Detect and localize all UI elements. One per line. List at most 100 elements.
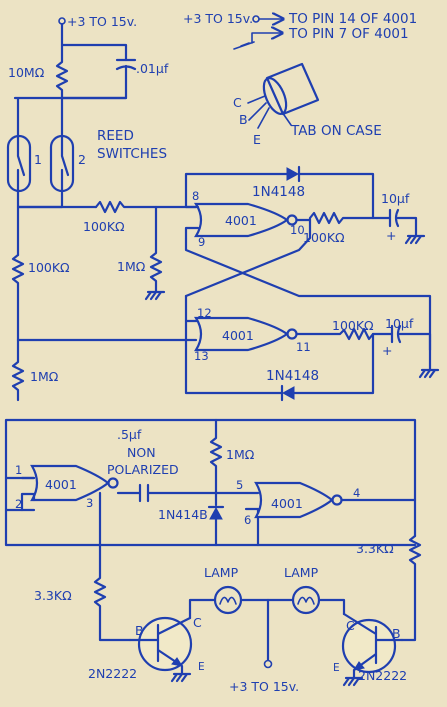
resistor-1m-c: 1MΩ <box>209 418 255 495</box>
lamps: LAMP LAMP +3 TO 15v. <box>188 565 346 694</box>
svg-text:B: B <box>135 623 144 638</box>
svg-text:C: C <box>346 618 355 633</box>
svg-text:1MΩ: 1MΩ <box>226 447 255 462</box>
resistor-100k-d <box>295 327 394 341</box>
nor-gate-4: 4001 5 6 4 <box>214 478 417 547</box>
svg-text:8: 8 <box>192 189 199 203</box>
svg-text:2: 2 <box>15 497 22 511</box>
tab-on-case-label: TAB ON CASE <box>290 123 382 139</box>
svg-text:3.3KΩ: 3.3KΩ <box>34 588 72 603</box>
svg-text:3.3KΩ: 3.3KΩ <box>356 541 394 556</box>
resistor-100k-c <box>11 253 25 342</box>
svg-text:+: + <box>386 228 396 243</box>
capacitor-10uf-a <box>388 208 418 238</box>
lamp-1 <box>213 585 243 615</box>
svg-text:NON: NON <box>127 445 156 460</box>
resistor-1m-b: 1MΩ <box>11 338 59 402</box>
svg-text:B: B <box>239 112 248 127</box>
nor-gate-2: 4001 12 13 11 <box>194 306 311 363</box>
resistor-100k-a <box>94 200 198 214</box>
svg-text:4: 4 <box>353 486 360 500</box>
note-pin14-label: TO PIN 14 OF 4001 <box>288 11 417 27</box>
svg-text:1N4148: 1N4148 <box>266 368 319 384</box>
input-network: 100KΩ 1MΩ 100KΩ <box>11 200 198 342</box>
svg-text:10: 10 <box>290 223 305 237</box>
svg-text:1MΩ: 1MΩ <box>117 259 146 274</box>
diode-mid: 1N4148 <box>16 332 375 402</box>
supply-note: +3 TO 15v. TO PIN 14 OF 4001 TO PIN 7 OF… <box>183 11 417 50</box>
ground-c <box>418 368 440 379</box>
note-pin7-label: TO PIN 7 OF 4001 <box>288 26 409 42</box>
svg-text:6: 6 <box>244 513 251 527</box>
svg-text:C: C <box>193 615 202 630</box>
svg-text:.01μf: .01μf <box>136 61 169 76</box>
svg-text:1MΩ: 1MΩ <box>30 369 59 384</box>
nor-gate-3: 4001 1 2 3 <box>15 463 119 512</box>
svg-text:1: 1 <box>15 463 22 477</box>
svg-text:POLARIZED: POLARIZED <box>107 462 179 477</box>
svg-text:4001: 4001 <box>225 213 257 228</box>
svg-text:1: 1 <box>34 152 42 167</box>
lamp-2 <box>291 585 321 615</box>
resistor-100k-b <box>295 211 392 225</box>
capacitor-05uf: .5μf NON POLARIZED <box>107 427 218 503</box>
transistor-pinout-sketch: C B E TAB ON CASE <box>233 62 382 147</box>
svg-text:10μf: 10μf <box>381 191 410 206</box>
ground-b <box>404 234 426 245</box>
note-vcc-label: +3 TO 15v. <box>183 11 253 26</box>
lower-rails <box>4 418 417 547</box>
svg-text:2: 2 <box>78 152 86 167</box>
svg-text:LAMP: LAMP <box>284 565 319 580</box>
svg-text:+3 TO 15v.: +3 TO 15v. <box>229 679 299 694</box>
ground-a <box>144 290 166 301</box>
svg-text:B: B <box>392 626 401 641</box>
reed-switches: 1 2 REED SWITCHES <box>6 96 167 209</box>
gate1-output: 100KΩ 10μf + <box>295 191 426 245</box>
resistor-33k-left: 3.3KΩ <box>34 491 132 642</box>
svg-text:5: 5 <box>236 478 243 492</box>
svg-text:REED: REED <box>97 128 134 144</box>
svg-text:.5μf: .5μf <box>117 427 142 442</box>
transistor-q1: B C E 2N2222 <box>88 615 205 683</box>
svg-text:10μf: 10μf <box>385 316 414 331</box>
svg-text:1N4148: 1N4148 <box>252 184 305 200</box>
diode-low: 1N414B <box>158 491 225 547</box>
resistor-1m-a <box>149 205 163 294</box>
svg-text:100KΩ: 100KΩ <box>332 318 374 333</box>
svg-text:12: 12 <box>197 306 212 320</box>
svg-text:100KΩ: 100KΩ <box>28 260 70 275</box>
svg-text:100KΩ: 100KΩ <box>303 230 345 245</box>
svg-text:SWITCHES: SWITCHES <box>97 146 167 162</box>
capacitor-01uf: .01μf <box>115 58 169 76</box>
svg-text:E: E <box>253 132 261 147</box>
vcc-terminal-bottom <box>263 659 273 669</box>
resistor-10m: 10MΩ <box>8 43 69 100</box>
svg-text:100KΩ: 100KΩ <box>83 219 125 234</box>
svg-text:+: + <box>382 343 392 358</box>
gate2-output: 100KΩ 10μf + <box>295 316 440 379</box>
svg-text:C: C <box>233 95 242 110</box>
svg-text:13: 13 <box>194 349 209 363</box>
svg-text:4001: 4001 <box>222 328 254 343</box>
svg-text:4001: 4001 <box>45 477 77 492</box>
cross-coupling <box>184 218 432 352</box>
nor-gate-1: 4001 8 9 10 <box>184 189 305 249</box>
svg-text:11: 11 <box>296 340 311 354</box>
resistor-33k-right: 3.3KΩ <box>356 534 422 642</box>
vcc-label-top: +3 TO 15v. <box>67 14 137 29</box>
svg-text:1N414B: 1N414B <box>158 507 208 522</box>
svg-text:E: E <box>333 662 340 674</box>
transistor-q2: C B E 2N2222 <box>333 612 407 687</box>
svg-text:4001: 4001 <box>271 496 303 511</box>
svg-text:3: 3 <box>86 496 93 510</box>
power-input: +3 TO 15v. <box>58 14 137 100</box>
svg-text:2N2222: 2N2222 <box>88 666 137 681</box>
svg-text:9: 9 <box>198 235 205 249</box>
diode-top: 1N4148 <box>184 165 375 220</box>
svg-text:2N2222: 2N2222 <box>358 668 407 683</box>
svg-text:LAMP: LAMP <box>204 565 239 580</box>
svg-text:10MΩ: 10MΩ <box>8 65 45 80</box>
svg-text:E: E <box>198 661 205 673</box>
